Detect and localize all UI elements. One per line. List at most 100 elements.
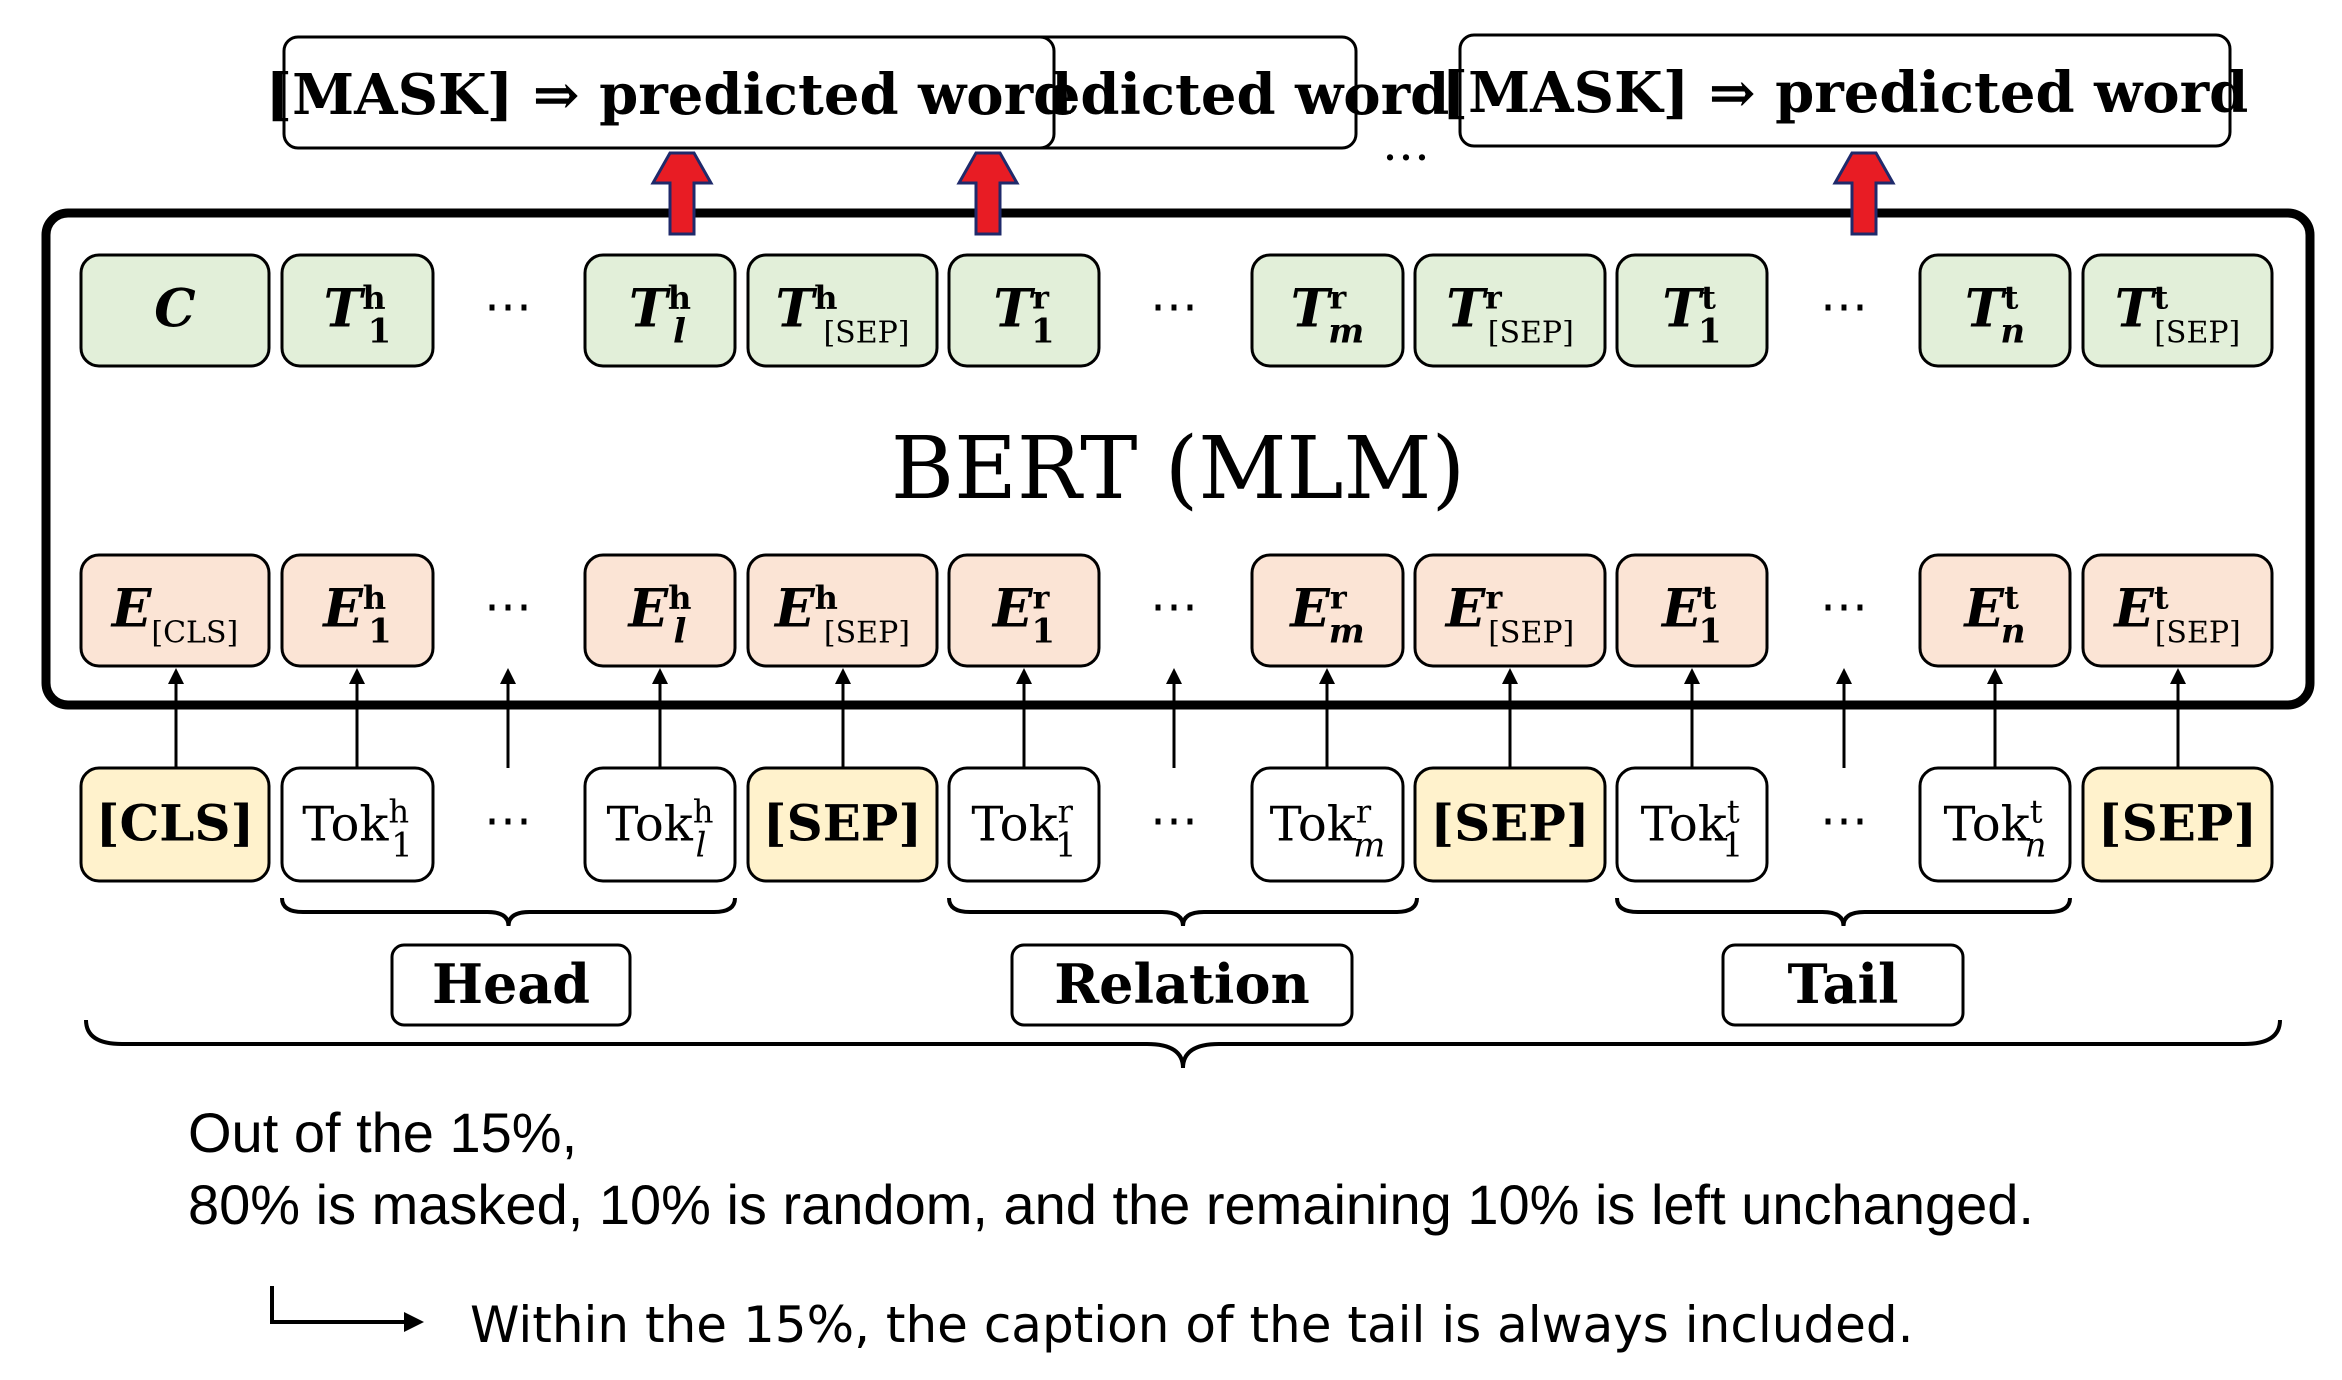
input-embedding-box: Eh[SEP] [746,553,939,668]
token-label: [CLS] [96,794,254,853]
output-embedding-label: Tt[SEP] [2115,279,2241,351]
red-up-arrow [956,151,1020,236]
up-arrow-icon [1166,668,1182,768]
ellipsis: ⋯ [1820,279,1868,335]
output-embedding-box: Tt[SEP] [2081,253,2274,368]
ellipsis: ⋯ [1150,793,1198,849]
token-label: [SEP] [1430,794,1589,853]
up-arrow-icon [1987,668,2003,768]
up-arrow-icon [652,668,668,768]
head-brace [280,897,737,927]
output-embedding-box: C [79,253,271,368]
sequence-brace [84,1019,2282,1069]
group-label-text: Relation [1054,952,1309,1016]
up-arrow-icon [835,668,851,768]
token-box: [SEP] [2081,766,2274,883]
output-embedding-label: C [154,279,195,340]
up-arrow-icon [1319,668,1335,768]
input-embedding-label: Er[SEP] [1444,579,1575,651]
relation-brace [947,897,1419,927]
output-embedding-box: Tr[SEP] [1413,253,1607,368]
ellipsis: ⋯ [484,279,532,335]
ellipsis: ⋯ [1150,579,1198,635]
caption-line-2: 80% is masked, 10% is random, and the re… [188,1173,2034,1236]
predicted-word-box-front: [MASK] ⇒ predicted word [266,35,1073,150]
bert-model-label: BERT (MLM) [891,419,1465,519]
output-embedding-box: Th[SEP] [746,253,939,368]
group-label-head: Head [390,943,632,1027]
input-embedding-label: Eh[SEP] [773,579,910,651]
token-box: [CLS] [79,766,271,883]
tail-brace [1615,897,2072,927]
red-up-arrow [650,151,714,236]
input-embedding-label: E[CLS] [110,579,238,651]
ellipsis: ⋯ [484,793,532,849]
token-label: [SEP] [763,794,922,853]
up-arrow-icon [1502,668,1518,768]
ellipsis: ⋯ [484,579,532,635]
caption-line-1: Out of the 15%, [188,1101,578,1164]
ellipsis: ⋯ [1820,793,1868,849]
output-embedding-label: Tr[SEP] [1446,279,1574,351]
input-embedding-box: Et[SEP] [2081,553,2274,668]
group-label-text: Head [432,952,590,1016]
input-embedding-box: Er[SEP] [1413,553,1607,668]
up-arrow-icon [349,668,365,768]
up-arrow-icon [1016,668,1032,768]
up-arrow-icon [1684,668,1700,768]
bert-model-box [41,208,2315,710]
up-arrow-icon [168,668,184,768]
note-text: Within the 15%, the caption of the tail … [470,1296,1914,1354]
up-arrow-icon [2170,668,2186,768]
group-label-text: Tail [1787,952,1898,1016]
input-embedding-box: E[CLS] [79,553,271,668]
group-label-tail: Tail [1721,943,1965,1027]
ellipsis: ⋯ [1150,279,1198,335]
group-label-relation: Relation [1010,943,1354,1027]
predicted-word-text: [MASK] ⇒ predicted word [266,62,1073,128]
predicted-word-text: [MASK] ⇒ predicted word [1442,60,2249,126]
up-arrow-icon [1836,668,1852,768]
token-box: [SEP] [746,766,939,883]
ellipsis: ⋯ [1820,579,1868,635]
token-label: [SEP] [2098,794,2257,853]
up-arrow-icon [500,668,516,768]
input-embedding-label: Et[SEP] [2112,579,2240,651]
token-box: [SEP] [1413,766,1607,883]
